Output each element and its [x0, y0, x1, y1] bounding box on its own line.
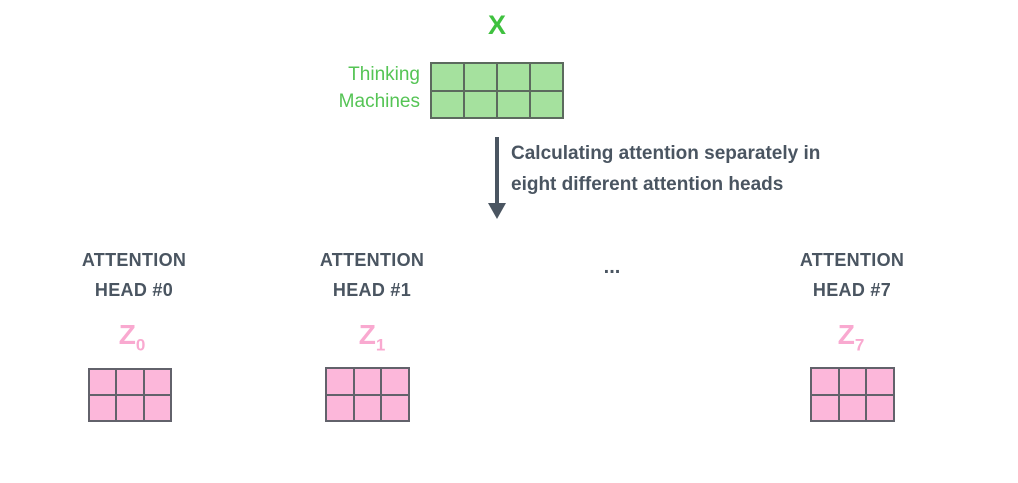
matrix-cell: [867, 395, 893, 420]
matrix-cell: [90, 396, 116, 420]
input-row-labels: Thinking Machines: [338, 64, 420, 112]
matrix-cell: [144, 396, 170, 420]
input-matrix-grid: [430, 62, 564, 119]
matrix-cell: [465, 64, 496, 90]
matrix-cell: [327, 369, 353, 394]
z0-base: Z: [118, 319, 136, 350]
heads-ellipsis: ...: [603, 256, 621, 278]
z1-matrix-grid: [325, 367, 410, 422]
z1-subscript: 1: [375, 335, 386, 355]
z0-subscript: 0: [135, 335, 146, 355]
matrix-cell: [465, 91, 496, 117]
z1-label: Z1: [327, 319, 417, 354]
matrix-cell: [432, 64, 463, 90]
matrix-cell: [354, 369, 381, 394]
matrix-cell: [839, 395, 866, 420]
matrix-cell: [327, 395, 353, 420]
down-arrow-line: [495, 137, 499, 204]
matrix-cell: [432, 91, 463, 117]
down-arrow-head-icon: [488, 203, 506, 219]
matrix-cell: [839, 369, 866, 394]
z7-matrix-grid: [810, 367, 895, 422]
matrix-cell: [382, 395, 408, 420]
matrix-cell: [90, 370, 116, 394]
matrix-cell: [144, 370, 170, 394]
matrix-cell: [498, 91, 529, 117]
matrix-cell: [812, 369, 838, 394]
matrix-cell: [382, 369, 408, 394]
matrix-cell: [117, 370, 143, 394]
matrix-cell: [812, 395, 838, 420]
z7-label: Z7: [806, 319, 896, 354]
z7-subscript: 7: [854, 335, 865, 355]
z0-matrix-grid: [88, 368, 172, 422]
z1-base: Z: [358, 319, 376, 350]
z0-label: Z0: [87, 319, 177, 354]
attention-head-0-label: ATTENTION HEAD #0: [81, 250, 187, 300]
matrix-cell: [117, 396, 143, 420]
matrix-cell: [867, 369, 893, 394]
input-matrix-label: X: [487, 10, 506, 40]
attention-head-1-label: ATTENTION HEAD #1: [319, 250, 425, 300]
attention-head-7-label: ATTENTION HEAD #7: [799, 250, 905, 300]
matrix-cell: [531, 91, 562, 117]
matrix-cell: [531, 64, 562, 90]
matrix-cell: [354, 395, 381, 420]
matrix-cell: [498, 64, 529, 90]
z7-base: Z: [837, 319, 855, 350]
arrow-caption: Calculating attention separately in eigh…: [511, 143, 821, 195]
